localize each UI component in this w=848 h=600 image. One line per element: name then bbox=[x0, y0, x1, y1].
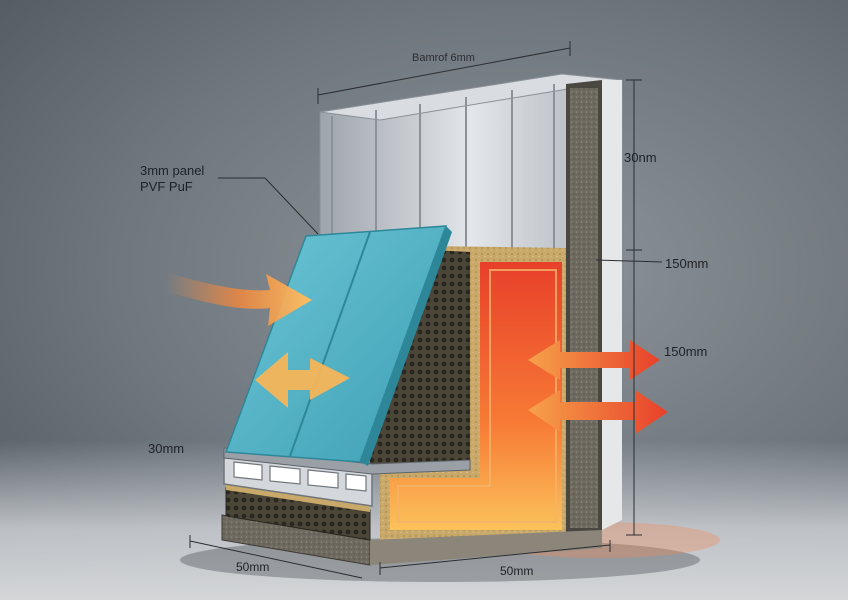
honeycomb-core bbox=[370, 250, 470, 470]
bottom-right-dimension-label: 50mm bbox=[500, 564, 534, 578]
frame-top-plate bbox=[223, 447, 471, 475]
cyan-panel-edge bbox=[360, 226, 452, 466]
dimension-lines bbox=[189, 41, 663, 579]
right-mid-dimension-label-a: 150mm bbox=[665, 256, 709, 271]
wall-column-face bbox=[602, 80, 622, 530]
frame-chambers bbox=[233, 461, 367, 492]
panel-seam bbox=[289, 231, 371, 457]
bottom-tan-strip bbox=[226, 484, 370, 512]
right-top-dimension-label: 30nm bbox=[624, 150, 657, 165]
incoming-heat-arrow bbox=[165, 272, 312, 326]
louvre-ribs bbox=[331, 84, 555, 250]
heat-arrow-upper bbox=[528, 340, 660, 380]
bottom-left-dimension-label: 50mm bbox=[236, 560, 270, 574]
panel-callout-line2: PVF PuF bbox=[140, 179, 193, 194]
base-slab-right bbox=[370, 530, 602, 565]
reflected-heat-arrow bbox=[255, 352, 350, 408]
right-mid-dimension-label-b: 150mm bbox=[664, 344, 708, 359]
heat-core bbox=[390, 262, 562, 530]
heat-arrow-lower bbox=[528, 390, 668, 434]
wall-column-texture bbox=[570, 88, 598, 528]
panel-callout: 3mm panel PVF PuF bbox=[140, 163, 204, 195]
top-dimension-label: Bamrof 6mm bbox=[412, 52, 475, 64]
panel-callout-line1: 3mm panel bbox=[140, 163, 205, 178]
left-bottom-dimension-label: 30mm bbox=[148, 441, 185, 456]
heat-core-inner bbox=[397, 269, 557, 523]
